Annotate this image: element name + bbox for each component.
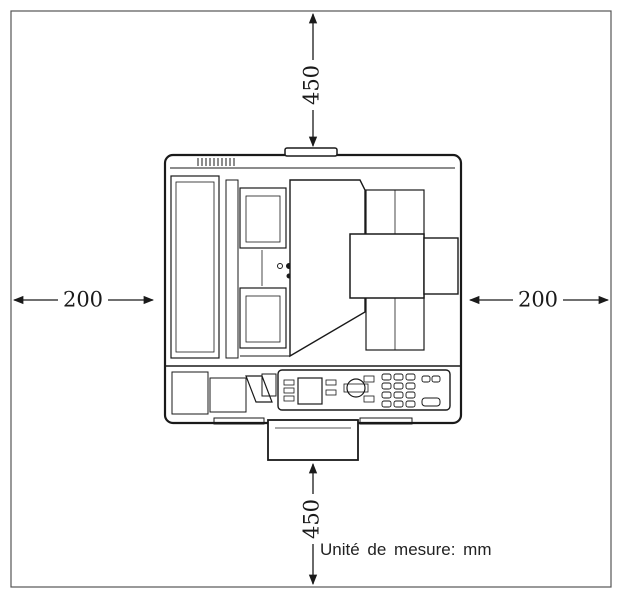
boundary-frame xyxy=(10,10,612,588)
dimension-label-right: 200 xyxy=(518,288,558,312)
numeric-keypad xyxy=(381,373,416,408)
dimension-right: 200 xyxy=(468,288,610,312)
control-panel xyxy=(277,369,451,411)
dimension-top: 450 xyxy=(300,12,324,148)
unit-note: Unité de mesure: mm xyxy=(320,540,492,559)
printer-top-view xyxy=(163,147,463,461)
navigation-pad xyxy=(346,378,366,398)
dimension-left: 200 xyxy=(12,288,155,312)
dimension-label-left: 200 xyxy=(63,288,103,312)
dimension-bottom: 450 xyxy=(300,462,324,586)
vent-grille xyxy=(197,158,235,166)
dimension-label-bottom: 450 xyxy=(300,499,324,539)
front-paper-tray xyxy=(267,419,359,461)
dimension-label-top: 450 xyxy=(300,65,324,105)
lcd-screen xyxy=(297,377,323,405)
